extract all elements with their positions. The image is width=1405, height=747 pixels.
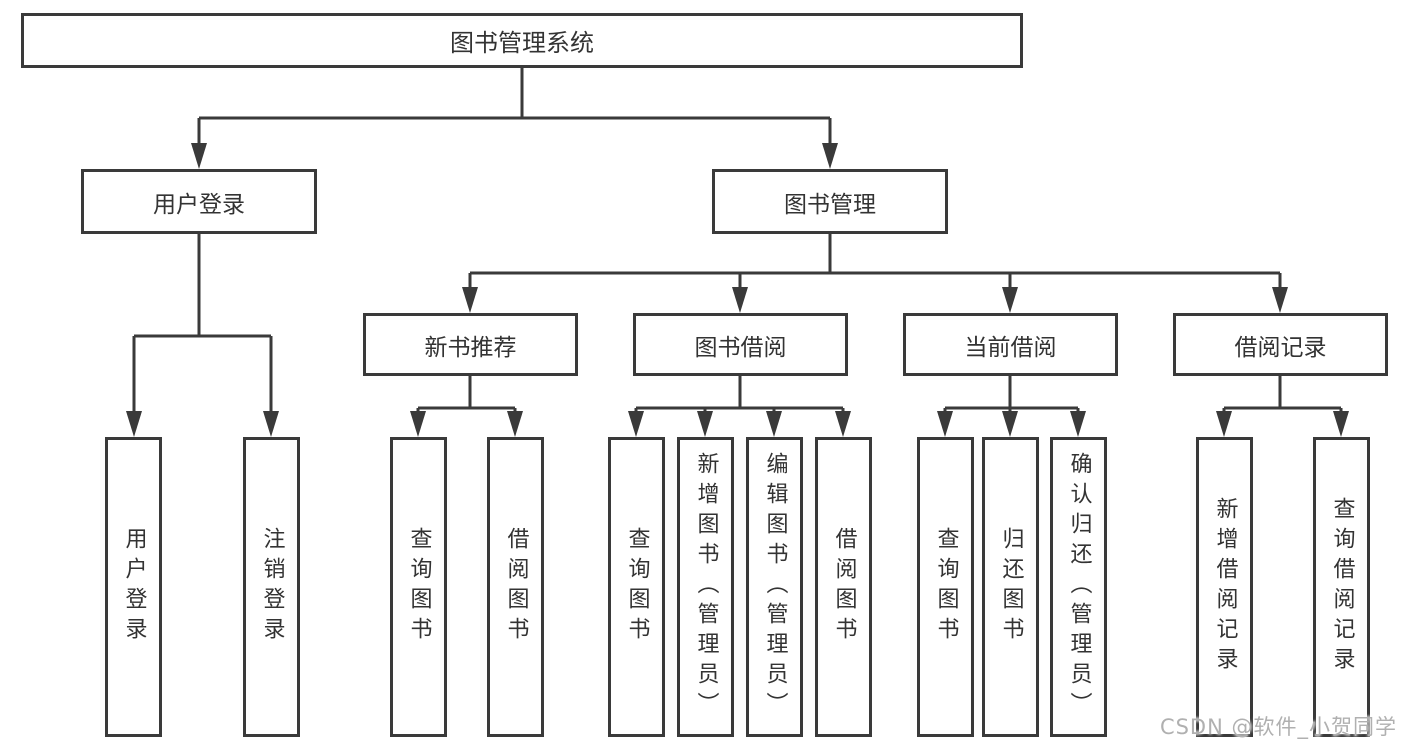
leaf-label: 确认归还（管理员） (1066, 452, 1092, 722)
leaf-edit-books-admin: 编辑图书（管理员） (746, 437, 803, 737)
arrowhead-icon (1002, 411, 1018, 437)
arrowhead-icon (1070, 411, 1086, 437)
arrowhead-icon (126, 411, 142, 437)
node-new-book-recommend: 新书推荐 (363, 313, 578, 376)
arrowhead-icon (822, 143, 838, 169)
leaf-add-books-admin: 新增图书（管理员） (677, 437, 734, 737)
node-root-system: 图书管理系统 (21, 13, 1023, 68)
leaf-query-books: 查询图书 (608, 437, 665, 737)
leaf-label: 编辑图书（管理员） (762, 452, 788, 722)
node-book-management: 图书管理 (712, 169, 948, 234)
arrowhead-icon (507, 411, 523, 437)
leaf-confirm-return-admin: 确认归还（管理员） (1050, 437, 1107, 737)
connector-root (197, 68, 832, 150)
node-label: 用户登录 (153, 191, 245, 218)
leaf-user-login: 用户登录 (105, 437, 162, 737)
leaf-label: 查询图书 (406, 527, 432, 647)
connector-login (132, 234, 273, 418)
arrowhead-icon (766, 411, 782, 437)
leaf-label: 用户登录 (121, 527, 147, 647)
leaf-query-books: 查询图书 (390, 437, 447, 737)
connector-sec0 (416, 376, 517, 418)
node-label: 图书借阅 (694, 334, 787, 361)
node-label: 图书管理 (784, 191, 876, 218)
node-label: 当前借阅 (964, 334, 1057, 361)
leaf-add-borrow-record: 新增借阅记录 (1196, 437, 1253, 737)
connector-mgmt (468, 234, 1282, 294)
arrowhead-icon (1333, 411, 1349, 437)
csdn-watermark: CSDN @软件_小贺同学 (1159, 715, 1397, 739)
arrowhead-icon (191, 143, 207, 169)
arrowhead-icon (1002, 287, 1018, 313)
node-borrow-records: 借阅记录 (1173, 313, 1388, 376)
arrowhead-icon (462, 287, 478, 313)
leaf-query-books: 查询图书 (917, 437, 974, 737)
leaf-label: 查询图书 (933, 527, 959, 647)
leaf-label: 新增借阅记录 (1212, 497, 1238, 677)
leaf-borrow-books: 借阅图书 (487, 437, 544, 737)
leaf-label: 查询借阅记录 (1329, 497, 1355, 677)
leaf-return-books: 归还图书 (982, 437, 1039, 737)
node-user-login: 用户登录 (81, 169, 317, 234)
arrowhead-icon (1272, 287, 1288, 313)
arrowhead-icon (628, 411, 644, 437)
leaf-borrow-books: 借阅图书 (815, 437, 872, 737)
connector-sec1 (634, 376, 845, 418)
leaf-label: 借阅图书 (831, 527, 857, 647)
leaf-label: 新增图书（管理员） (693, 452, 719, 722)
leaf-label: 查询图书 (624, 527, 650, 647)
arrowhead-icon (937, 411, 953, 437)
arrowhead-icon (263, 411, 279, 437)
leaf-label: 归还图书 (998, 527, 1024, 647)
arrowhead-icon (1216, 411, 1232, 437)
arrowhead-icon (697, 411, 713, 437)
arrowhead-icon (732, 287, 748, 313)
arrowhead-icon (835, 411, 851, 437)
node-label: 借阅记录 (1234, 334, 1327, 361)
leaf-logout: 注销登录 (243, 437, 300, 737)
leaf-query-borrow-record: 查询借阅记录 (1313, 437, 1370, 737)
leaf-label: 注销登录 (259, 527, 285, 647)
node-label: 新书推荐 (424, 334, 517, 361)
arrowhead-icon (410, 411, 426, 437)
node-label: 图书管理系统 (450, 29, 594, 57)
node-current-borrow: 当前借阅 (903, 313, 1118, 376)
node-book-borrow: 图书借阅 (633, 313, 848, 376)
connector-sec3 (1222, 376, 1343, 418)
leaf-label: 借阅图书 (503, 527, 529, 647)
